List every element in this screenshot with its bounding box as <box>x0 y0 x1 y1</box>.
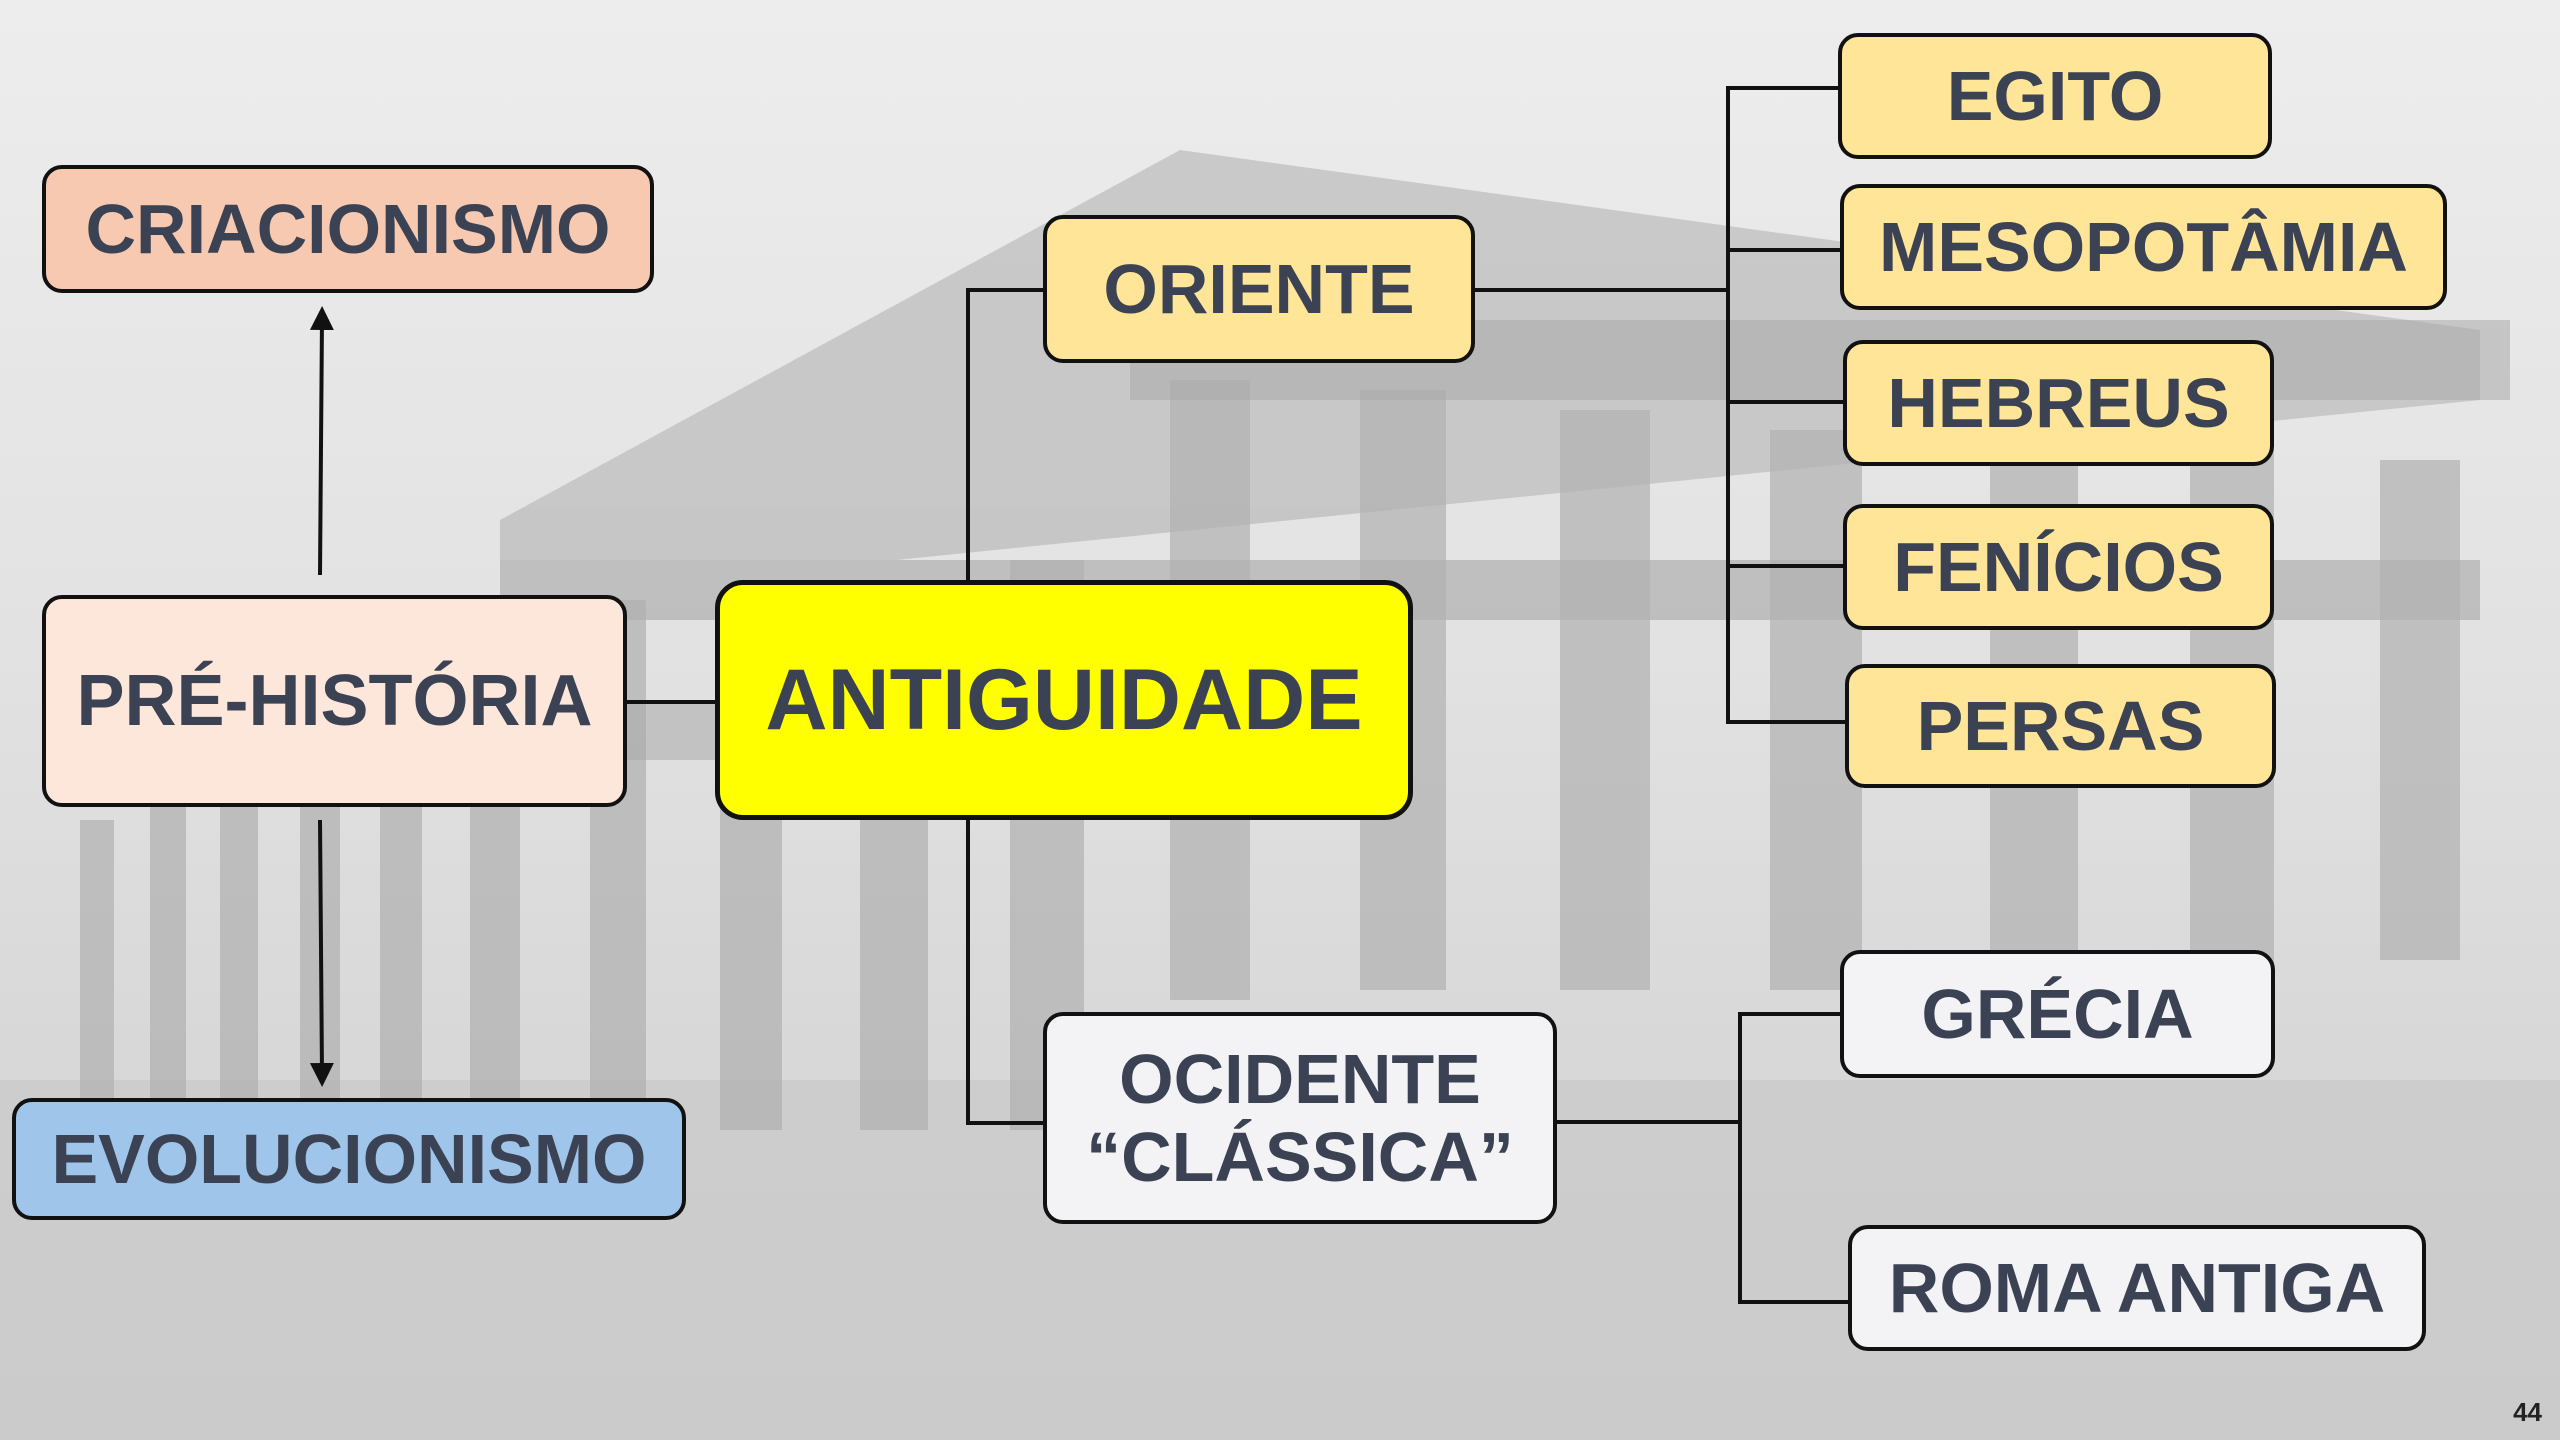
persas-node: PERSAS <box>1845 664 2276 788</box>
oriente-node: ORIENTE <box>1043 215 1475 363</box>
ocidente-label-line2: “CLÁSSICA” <box>1086 1118 1514 1196</box>
pre-historia-label: PRÉ-HISTÓRIA <box>76 660 593 741</box>
fenicios-node: FENÍCIOS <box>1843 504 2274 630</box>
bracket-oriente <box>1726 86 1848 724</box>
fenicios-label: FENÍCIOS <box>1893 527 2224 606</box>
pre-historia-node: PRÉ-HISTÓRIA <box>42 595 627 807</box>
persas-label: PERSAS <box>1916 686 2205 765</box>
antiguidade-node: ANTIGUIDADE <box>715 580 1413 820</box>
ocidente-label-line1: OCIDENTE <box>1119 1039 1481 1118</box>
grecia-node: GRÉCIA <box>1840 950 2275 1078</box>
grecia-label: GRÉCIA <box>1921 974 2194 1053</box>
mesopotamia-node: MESOPOTÂMIA <box>1840 184 2447 310</box>
mesopotamia-label: MESOPOTÂMIA <box>1879 207 2408 286</box>
ocidente-node: OCIDENTE “CLÁSSICA” <box>1043 1012 1557 1224</box>
criacionismo-label: CRIACIONISMO <box>85 189 611 268</box>
evolucionismo-label: EVOLUCIONISMO <box>51 1119 647 1198</box>
hebreus-node: HEBREUS <box>1843 340 2274 466</box>
bracket-ocidente <box>1738 1012 1850 1304</box>
egito-node: EGITO <box>1838 33 2272 159</box>
oriente-label: ORIENTE <box>1103 249 1415 328</box>
roma-antiga-label: ROMA ANTIGA <box>1888 1248 2386 1327</box>
line-antiguidade-ocidente <box>966 818 1046 1125</box>
egito-label: EGITO <box>1946 56 2164 135</box>
arrow-to-evolucionismo <box>309 819 334 1087</box>
line-antiguidade-oriente <box>966 288 1046 582</box>
hebreus-label: HEBREUS <box>1887 363 2230 442</box>
roma-antiga-node: ROMA ANTIGA <box>1848 1225 2426 1351</box>
evolucionismo-node: EVOLUCIONISMO <box>12 1098 686 1220</box>
criacionismo-node: CRIACIONISMO <box>42 165 654 293</box>
antiguidade-label: ANTIGUIDADE <box>765 651 1363 748</box>
page-number: 44 <box>2513 1397 2542 1427</box>
arrow-to-criacionismo <box>309 306 334 576</box>
